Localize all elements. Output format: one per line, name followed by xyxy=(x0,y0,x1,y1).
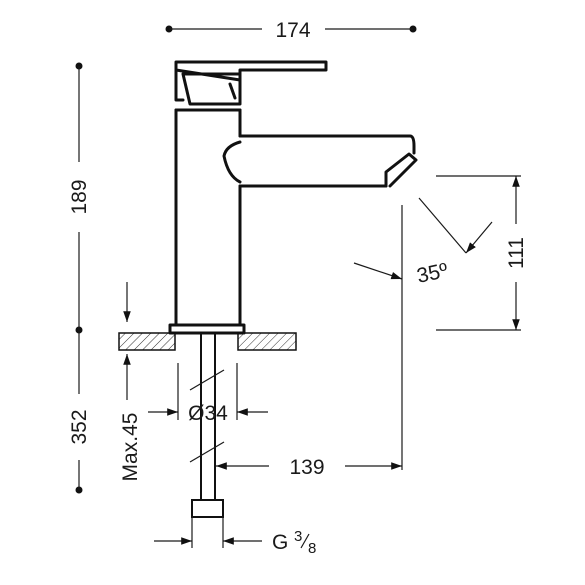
shank-diameter-dimension: Ø34 xyxy=(148,363,268,425)
angle-dimension: 35º xyxy=(353,197,493,288)
shank-diameter-label: Ø34 xyxy=(188,402,228,425)
width-label: 174 xyxy=(275,19,310,42)
deck-thickness-dimension: Max.45 xyxy=(119,282,142,481)
faucet-body xyxy=(168,60,418,335)
thread-denominator-label: 8 xyxy=(308,540,316,557)
thread-prefix-label: G xyxy=(272,531,288,554)
reach-label: 139 xyxy=(289,456,324,479)
deck-thickness-label: Max.45 xyxy=(119,413,142,482)
angle-label: 35º xyxy=(415,259,450,288)
thread-numerator-label: 3 xyxy=(294,528,302,545)
outlet-height-dimension: 111 xyxy=(436,175,528,331)
total-length-dimension: 352 xyxy=(68,330,91,494)
thread-dimension: G 3 8 xyxy=(154,517,316,557)
countertop-section xyxy=(118,332,297,351)
outlet-height-label: 111 xyxy=(505,237,528,269)
width-dimension: 174 xyxy=(165,19,417,42)
reach-dimension: 139 xyxy=(216,205,403,479)
shank xyxy=(189,332,225,518)
total-length-label: 352 xyxy=(68,409,91,444)
height-label: 189 xyxy=(68,179,91,214)
height-dimension: 189 xyxy=(68,62,91,334)
